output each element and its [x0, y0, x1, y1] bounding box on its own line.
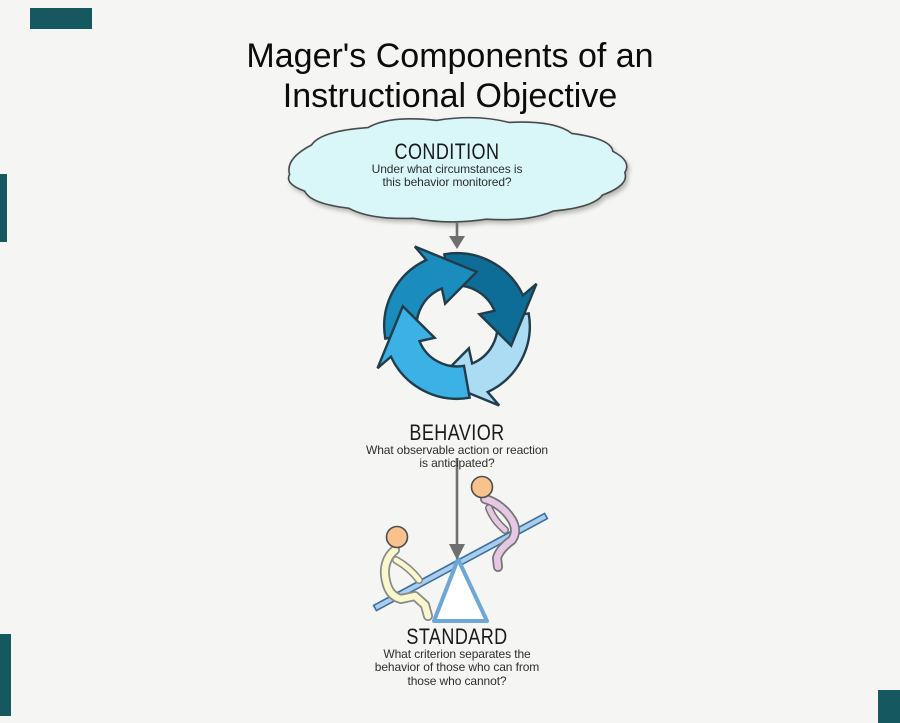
standard-question-line2: behavior of those who can from — [374, 660, 540, 675]
behavior-question-line1: What observable action or reaction — [365, 443, 549, 457]
teal-edge-artifact-bottom-left — [0, 634, 11, 716]
behavior-question-line2: is anticipated? — [419, 456, 495, 471]
cloud-icon — [287, 116, 628, 223]
down-arrow-connector-1 — [449, 222, 465, 249]
condition-question-line1: Under what circumstances is — [371, 162, 523, 176]
left-person-figure — [379, 545, 433, 621]
left-person-head — [385, 525, 409, 549]
standard-question-line3: those who cannot? — [407, 673, 507, 688]
behavior-heading: BEHAVIOR — [409, 420, 505, 445]
behavior-question: What observable action or reaction is an… — [257, 443, 657, 471]
teal-edge-artifact-bottom-right — [878, 690, 900, 723]
right-person-head — [470, 475, 494, 499]
condition-heading: CONDITION — [394, 139, 500, 164]
page-title: Mager's Components of an Instructional O… — [0, 36, 900, 116]
standard-question-line1: What criterion separates the — [383, 647, 531, 661]
arrowhead-icon — [449, 544, 465, 560]
arrowhead-icon — [449, 236, 465, 249]
standard-question: What criterion separates the behavior of… — [257, 647, 657, 688]
page-title-line2: Instructional Objective — [282, 77, 618, 115]
seesaw-fulcrum-triangle — [432, 557, 489, 623]
right-person-figure — [480, 494, 520, 572]
standard-heading: STANDARD — [406, 624, 508, 649]
down-arrow-connector-2 — [449, 458, 465, 560]
seesaw-two-people-icon — [372, 475, 549, 623]
cycle-arrow-left — [376, 304, 472, 400]
cloud-shape — [287, 116, 628, 223]
teal-edge-artifact-top-left — [30, 8, 92, 29]
teal-edge-artifact-left — [0, 174, 7, 242]
condition-question: Under what circumstances is this behavio… — [247, 162, 647, 190]
condition-question-line2: this behavior monitored? — [382, 175, 512, 190]
circular-cycle-arrows-icon — [376, 245, 538, 407]
page-title-line1: Mager's Components of an — [246, 37, 654, 75]
